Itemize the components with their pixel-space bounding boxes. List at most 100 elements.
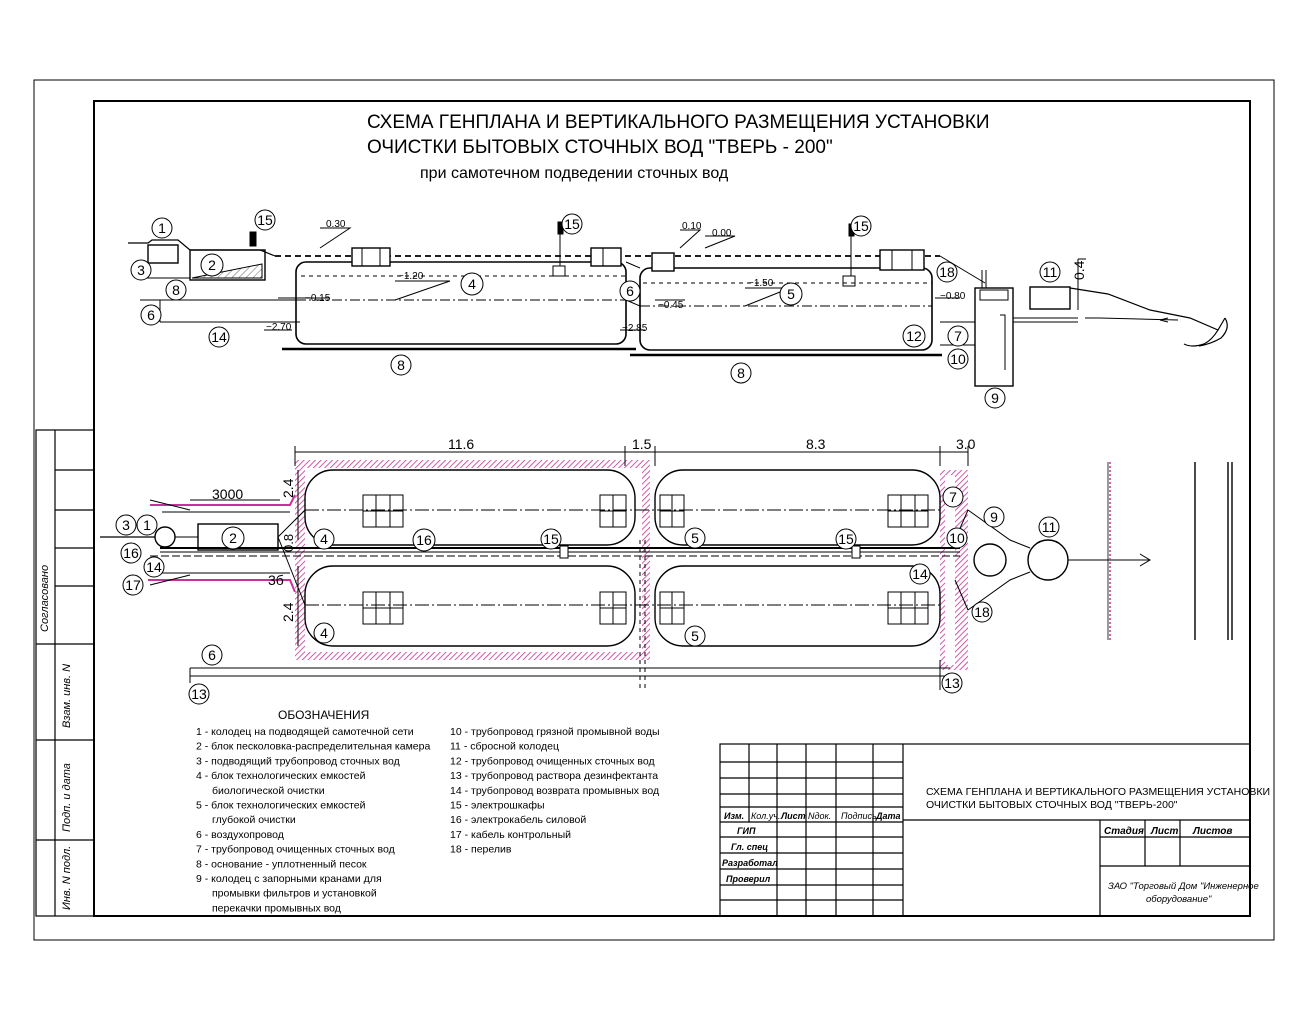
callout-number: 5 (787, 286, 795, 302)
legend-heading: ОБОЗНАЧЕНИЯ (278, 708, 369, 722)
callout-number: 6 (626, 283, 634, 299)
callout-circle (983, 506, 1005, 528)
callout-number: 18 (974, 604, 990, 620)
level-label: 0.00 (712, 228, 732, 239)
callout-circle (140, 304, 162, 326)
legend-item: 11 - сбросной колодец (450, 741, 559, 753)
callout-circle (619, 280, 641, 302)
callout-circle (313, 528, 335, 550)
callout-circle (540, 528, 562, 550)
level-label: −1.50 (748, 278, 774, 289)
callout-number: 8 (397, 357, 405, 373)
callout-circle (936, 261, 958, 283)
callout-number: 4 (320, 531, 328, 547)
callout-number: 15 (564, 216, 580, 232)
level-label: 0.10 (682, 221, 702, 232)
callout-circle (412, 528, 436, 552)
side-stamp-sign-date: Подп. и дата (61, 763, 73, 832)
legend-item: 2 - блок песколовка-распределительная ка… (196, 741, 430, 753)
callout-circle (188, 683, 210, 705)
callout-number: 18 (939, 264, 955, 280)
legend-item: 13 - трубопровод раствора дезинфектанта (450, 770, 658, 782)
callout-circle (984, 387, 1006, 409)
callout-number: 9 (991, 390, 999, 406)
callout-number: 13 (944, 675, 960, 691)
callout-circle (835, 528, 857, 550)
legend-item: 1 - колодец на подводящей самотечной сет… (196, 726, 414, 738)
callout-circle (1039, 261, 1061, 283)
level-label: −2.85 (622, 323, 648, 334)
legend-item: перекачки промывных вод (212, 902, 341, 914)
callout-circle (254, 209, 276, 231)
title-line-2: ОЧИСТКИ БЫТОВЫХ СТОЧНЫХ ВОД "ТВЕРЬ - 200… (367, 137, 833, 158)
dim-label: 1.5 (632, 436, 652, 452)
label-3b: 3б (268, 572, 284, 588)
tb-row-razr: Разработал (722, 858, 778, 868)
plan-view (100, 446, 1233, 690)
tb-doc-title-2: ОЧИСТКИ БЫТОВЫХ СТОЧНЫХ ВОД "ТВЕРЬ-200" (926, 799, 1178, 811)
legend-item: 17 - кабель контрольный (450, 829, 571, 841)
callout-number: 14 (211, 329, 227, 345)
callout-circle (941, 672, 963, 694)
dim-label: 0.8 (281, 534, 296, 552)
callout-circle (971, 601, 993, 623)
callout-number: 14 (912, 566, 928, 582)
legend-item: 10 - трубопровод грязной промывной воды (450, 726, 660, 738)
callout-circle (120, 542, 142, 564)
callout-circle (221, 526, 245, 550)
callout-circle (122, 574, 144, 596)
callout-circle (313, 622, 335, 644)
level-label: −1.20 (398, 271, 424, 282)
callout-circle (390, 354, 412, 376)
callout-number: 13 (191, 686, 207, 702)
dim-label: 3.0 (956, 436, 976, 452)
callout-number: 15 (853, 218, 869, 234)
level-label: −0.80 (940, 291, 966, 302)
callout-number: 2 (208, 257, 216, 273)
tb-listov: Листов (1192, 826, 1232, 837)
callout-number: 7 (949, 489, 957, 505)
callout-number: 7 (954, 328, 962, 344)
side-stamp-inv-podl: Инв. N подл. (61, 846, 73, 910)
callout-circle (115, 514, 137, 536)
dim-label: 11.6 (448, 436, 474, 452)
tb-col-ndok: Nдок. (808, 811, 831, 821)
legend-item: 12 - трубопровод очищенных сточных вод (450, 755, 655, 767)
callout-circle (130, 259, 152, 281)
callout-circle (942, 486, 964, 508)
callout-number: 15 (543, 531, 559, 547)
callout-number: 4 (320, 625, 328, 641)
callout-number: 6 (147, 307, 155, 323)
callout-number: 1 (143, 517, 151, 533)
callout-number: 5 (691, 530, 699, 546)
callout-circle (136, 514, 158, 536)
tb-col-koluch: Кол.уч. (751, 811, 780, 821)
callout-number: 15 (257, 212, 273, 228)
tb-row-gip: ГИП (737, 826, 756, 836)
dim-label: 2.4 (280, 478, 296, 498)
legend-item: 3 - подводящий трубопровод сточных вод (196, 755, 400, 767)
callout-circle (909, 563, 931, 585)
legend-item: 14 - трубопровод возврата промывных вод (450, 785, 659, 797)
tb-row-gl: Гл. спец (731, 842, 768, 852)
legend-item: 5 - блок технологических емкостей (196, 800, 366, 812)
callout-number: 1 (158, 220, 166, 236)
callout-number: 3 (137, 262, 145, 278)
legend-item: 7 - трубопровод очищенных сточных вод (196, 844, 395, 856)
vertical-section (128, 221, 1228, 387)
dim-label: 8.3 (806, 436, 826, 452)
title-block (719, 743, 1251, 917)
callout-number: 10 (950, 351, 966, 367)
callout-circle (779, 282, 803, 306)
level-label: 0.4 (1071, 260, 1087, 280)
callout-number: 11 (1043, 264, 1058, 280)
tb-doc-title-1: СХЕМА ГЕНПЛАНА И ВЕРТИКАЛЬНОГО РАЗМЕЩЕНИ… (926, 786, 1270, 798)
title-line-1: СХЕМА ГЕНПЛАНА И ВЕРТИКАЛЬНОГО РАЗМЕЩЕНИ… (367, 112, 990, 133)
dim-label: 2.4 (280, 602, 296, 622)
callout-circle (1038, 516, 1060, 538)
callout-circle (151, 217, 173, 239)
callout-circle (684, 527, 706, 549)
callout-number: 16 (416, 532, 432, 548)
callout-circle (684, 625, 706, 647)
